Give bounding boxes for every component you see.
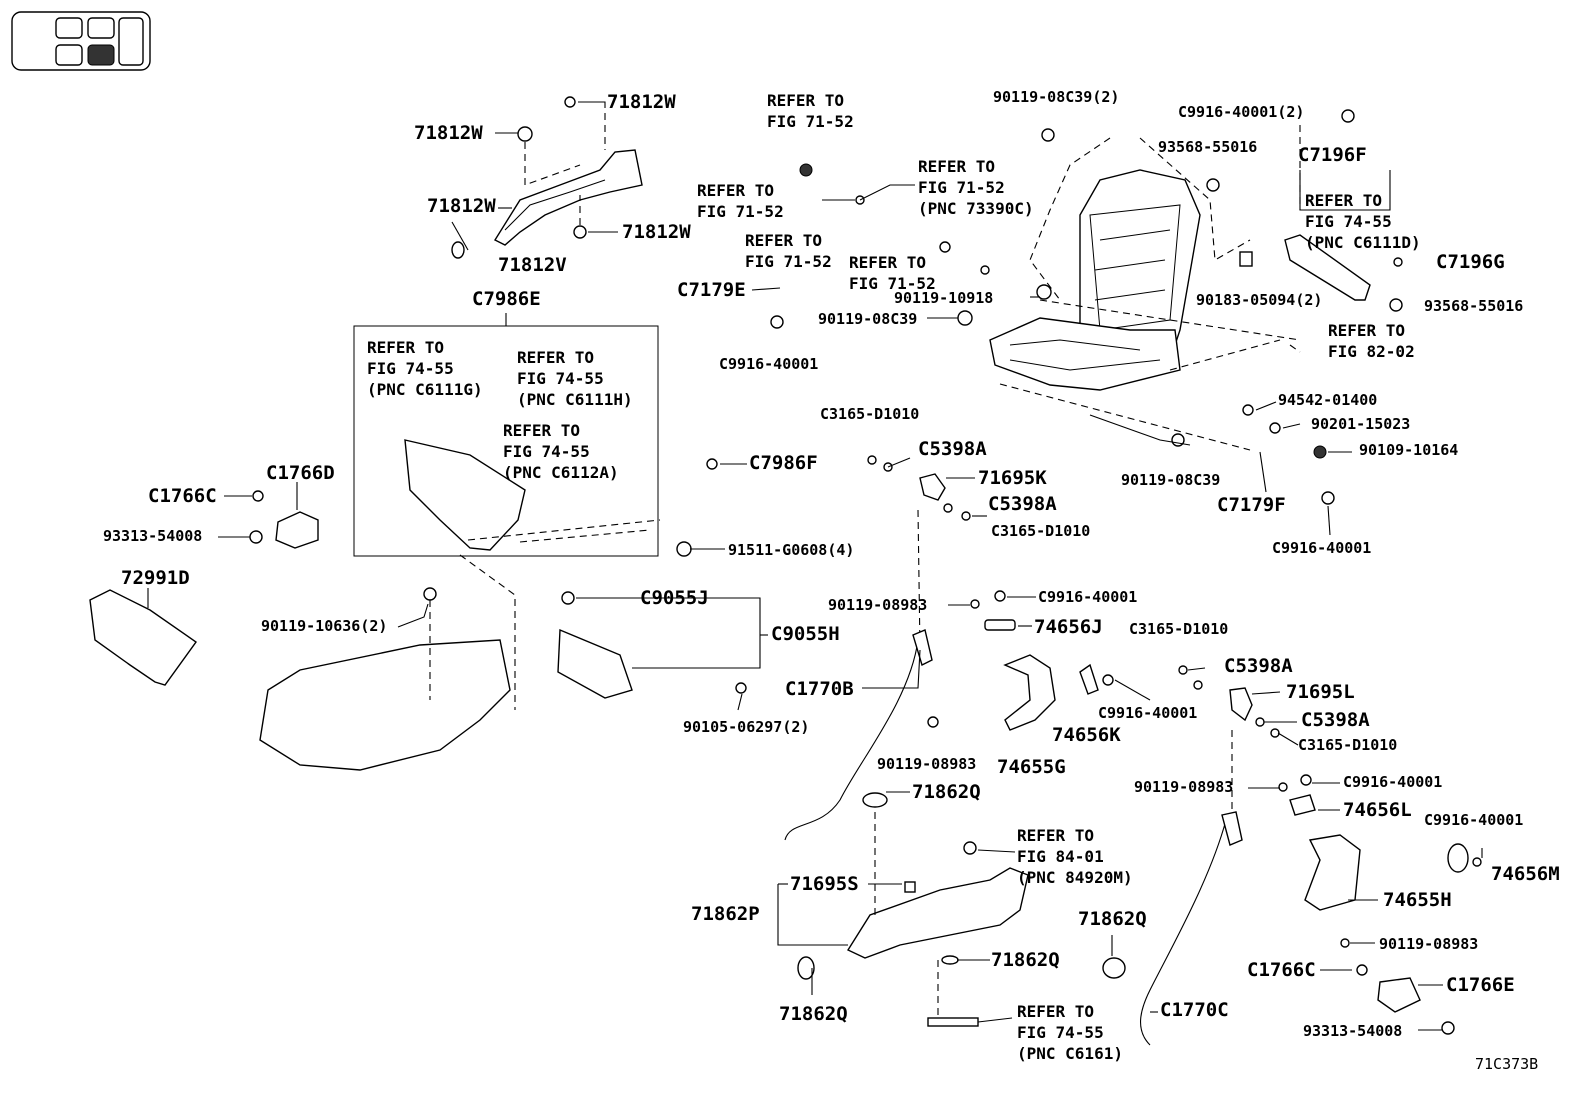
label-71862q: 71862Q — [779, 1003, 848, 1025]
seat-locator-icon — [11, 11, 151, 71]
label-71812w: 71812W — [427, 195, 496, 217]
label-c9916-40001: C9916-40001 — [1038, 588, 1138, 606]
label-71812w: 71812W — [622, 221, 691, 243]
refer-to-fig-71-52: REFER TO FIG 71-52 — [767, 91, 854, 131]
label-71695l: 71695L — [1286, 681, 1355, 703]
leader-lines — [147, 101, 1483, 1031]
shield-71862p-art — [797, 792, 1126, 1027]
label-90201-15023: 90201-15023 — [1311, 415, 1411, 433]
refer-to-fig-84-01-pnc-84920m: REFER TO FIG 84-01 (PNC 84920M) — [1017, 826, 1133, 887]
refer-to-fig-71-52: REFER TO FIG 71-52 — [849, 253, 936, 293]
center-mid-art — [917, 473, 1469, 1013]
label-71862q: 71862Q — [1078, 908, 1147, 930]
refer-to-fig-74-55-pnc-c6112a: REFER TO FIG 74-55 (PNC C6112A) — [503, 421, 619, 482]
label-94542-01400: 94542-01400 — [1278, 391, 1378, 409]
label-71862q: 71862Q — [991, 949, 1060, 971]
label-91511-g0608-4: 91511-G0608(4) — [728, 541, 855, 559]
label-71695k: 71695K — [978, 467, 1047, 489]
label-90119-10636-2: 90119-10636(2) — [261, 617, 388, 635]
lower-left-art — [89, 439, 661, 771]
refer-to-fig-71-52-pnc-73390c: REFER TO FIG 71-52 (PNC 73390C) — [918, 157, 1034, 218]
label-c1766c: C1766C — [148, 485, 217, 507]
label-93568-55016: 93568-55016 — [1158, 138, 1258, 156]
label-c1766c: C1766C — [1247, 959, 1316, 981]
label-c9916-40001: C9916-40001 — [1272, 539, 1372, 557]
label-90119-10918: 90119-10918 — [894, 289, 994, 307]
label-c9916-40001: C9916-40001 — [1343, 773, 1443, 791]
label-90119-08c39-2: 90119-08C39(2) — [993, 88, 1120, 106]
label-71812v: 71812V — [498, 254, 567, 276]
label-74655g: 74655G — [997, 756, 1066, 778]
label-74656l: 74656L — [1343, 799, 1412, 821]
label-90105-06297-2: 90105-06297(2) — [683, 718, 810, 736]
refer-to-fig-74-55-pnc-c6111d: REFER TO FIG 74-55 (PNC C6111D) — [1305, 191, 1421, 252]
refer-to-fig-82-02: REFER TO FIG 82-02 — [1328, 321, 1415, 361]
refer-to-fig-74-55-pnc-c6111h: REFER TO FIG 74-55 (PNC C6111H) — [517, 348, 633, 409]
label-c7986e: C7986E — [472, 288, 541, 310]
label-90119-08983: 90119-08983 — [877, 755, 977, 773]
label-71695s: 71695S — [790, 873, 859, 895]
label-c3165-d1010: C3165-D1010 — [820, 405, 920, 423]
label-c9916-40001: C9916-40001 — [719, 355, 819, 373]
label-72991d: 72991D — [121, 567, 190, 589]
label-c5398a: C5398A — [988, 493, 1057, 515]
label-c9055h: C9055H — [771, 623, 840, 645]
refer-to-fig-71-52: REFER TO FIG 71-52 — [697, 181, 784, 221]
label-c1766e: C1766E — [1446, 974, 1515, 996]
label-71862p: 71862P — [691, 903, 760, 925]
label-c7179e: C7179E — [677, 279, 746, 301]
label-c1770b: C1770B — [785, 678, 854, 700]
label-74656j: 74656J — [1034, 616, 1103, 638]
label-c1770c: C1770C — [1160, 999, 1229, 1021]
refer-to-fig-74-55-pnc-c6161: REFER TO FIG 74-55 (PNC C6161) — [1017, 1002, 1123, 1063]
label-93313-54008: 93313-54008 — [103, 527, 203, 545]
refer-to-fig-74-55-pnc-c6111g: REFER TO FIG 74-55 (PNC C6111G) — [367, 338, 483, 399]
label-90109-10164: 90109-10164 — [1359, 441, 1459, 459]
label-c7179f: C7179F — [1217, 494, 1286, 516]
label-90119-08983: 90119-08983 — [1134, 778, 1234, 796]
label-93568-55016: 93568-55016 — [1424, 297, 1524, 315]
label-c3165-d1010: C3165-D1010 — [1129, 620, 1229, 638]
cover-71812v-art — [451, 96, 643, 259]
label-c1766d: C1766D — [266, 462, 335, 484]
label-90119-08c39: 90119-08C39 — [818, 310, 918, 328]
label-c7196f: C7196F — [1298, 144, 1367, 166]
label-74656k: 74656K — [1052, 724, 1121, 746]
label-c5398a: C5398A — [918, 438, 987, 460]
label-c7196g: C7196G — [1436, 251, 1505, 273]
seat-frame-art — [989, 137, 1251, 391]
label-74656m: 74656M — [1491, 863, 1560, 885]
label-90119-08c39: 90119-08C39 — [1121, 471, 1221, 489]
label-c3165-d1010: C3165-D1010 — [1298, 736, 1398, 754]
label-c9916-40001-2: C9916-40001(2) — [1178, 103, 1305, 121]
label-c3165-d1010: C3165-D1010 — [991, 522, 1091, 540]
label-c9055j: C9055J — [640, 587, 709, 609]
label-90119-08983: 90119-08983 — [828, 596, 928, 614]
label-93313-54008: 93313-54008 — [1303, 1022, 1403, 1040]
label-c5398a: C5398A — [1224, 655, 1293, 677]
label-71862q: 71862Q — [912, 781, 981, 803]
fastener-icons — [249, 109, 1482, 1035]
label-c9916-40001: C9916-40001 — [1424, 811, 1524, 829]
label-c5398a: C5398A — [1301, 709, 1370, 731]
label-71812w: 71812W — [414, 122, 483, 144]
bracket-c7196f-art — [1239, 125, 1371, 301]
figure-code: 71C373B — [1475, 1055, 1539, 1073]
label-c7986f: C7986F — [749, 452, 818, 474]
label-71812w: 71812W — [607, 91, 676, 113]
label-74655h: 74655H — [1383, 889, 1452, 911]
label-90183-05094-2: 90183-05094(2) — [1196, 291, 1323, 309]
refer-to-fig-71-52: REFER TO FIG 71-52 — [745, 231, 832, 271]
label-90119-08983: 90119-08983 — [1379, 935, 1479, 953]
label-c9916-40001: C9916-40001 — [1098, 704, 1198, 722]
cable-art — [784, 629, 1243, 1046]
